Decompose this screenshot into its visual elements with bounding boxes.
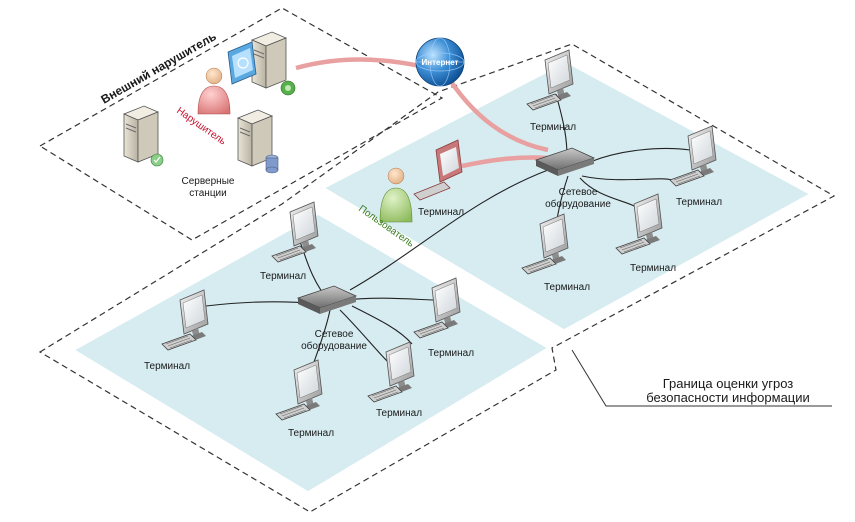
user-monitor-icon xyxy=(413,139,463,201)
network-equipment-label-line2: оборудование xyxy=(545,198,611,210)
external-zone-border xyxy=(38,7,444,241)
server-icon xyxy=(251,31,287,89)
intruder-person-icon xyxy=(197,67,231,115)
zone-lower-left xyxy=(72,213,550,493)
shield-badge-icon xyxy=(150,153,164,167)
server-stations-label-line2: станции xyxy=(189,188,226,199)
database-icon xyxy=(265,154,279,174)
status-badge-icon xyxy=(280,80,296,96)
globe-icon xyxy=(415,37,465,87)
terminal-label: Терминал xyxy=(260,271,306,282)
network-equipment-label-line1: Сетевое xyxy=(559,187,598,198)
terminal-label: Терминал xyxy=(376,408,422,419)
external-intruder-zone-label: Внешний нарушитель xyxy=(99,29,219,106)
boundary-label-line1: Граница оценки угроз xyxy=(663,376,794,391)
terminal-label: Терминал xyxy=(676,197,722,208)
terminal-label: Терминал xyxy=(544,282,590,293)
terminal-label: Терминал xyxy=(530,122,576,133)
server-icon xyxy=(123,105,159,163)
zone-upper-right xyxy=(322,61,812,331)
evaluation-boundary-border xyxy=(38,43,836,513)
network-equipment-label-line1: Сетевое xyxy=(315,329,354,340)
boundary-leader-line xyxy=(571,349,832,407)
internet-label: Интернет xyxy=(422,58,459,67)
network-equipment-label-line2: оборудование xyxy=(301,340,367,352)
boundary-label-line2: безопасности информации xyxy=(646,390,810,405)
terminal-label: Терминал xyxy=(288,428,334,439)
terminal-label: Терминал xyxy=(418,207,464,218)
internet-link-intruder xyxy=(295,57,421,71)
user-link xyxy=(461,155,549,169)
terminal-label: Терминал xyxy=(630,263,676,274)
user-person-icon xyxy=(379,167,413,223)
server-stations-label-line1: Серверные xyxy=(182,176,235,187)
internet-link-lan xyxy=(448,78,549,153)
terminal-label: Терминал xyxy=(428,348,474,359)
terminal-label: Терминал xyxy=(144,361,190,372)
intruder-monitor-icon xyxy=(227,41,257,85)
